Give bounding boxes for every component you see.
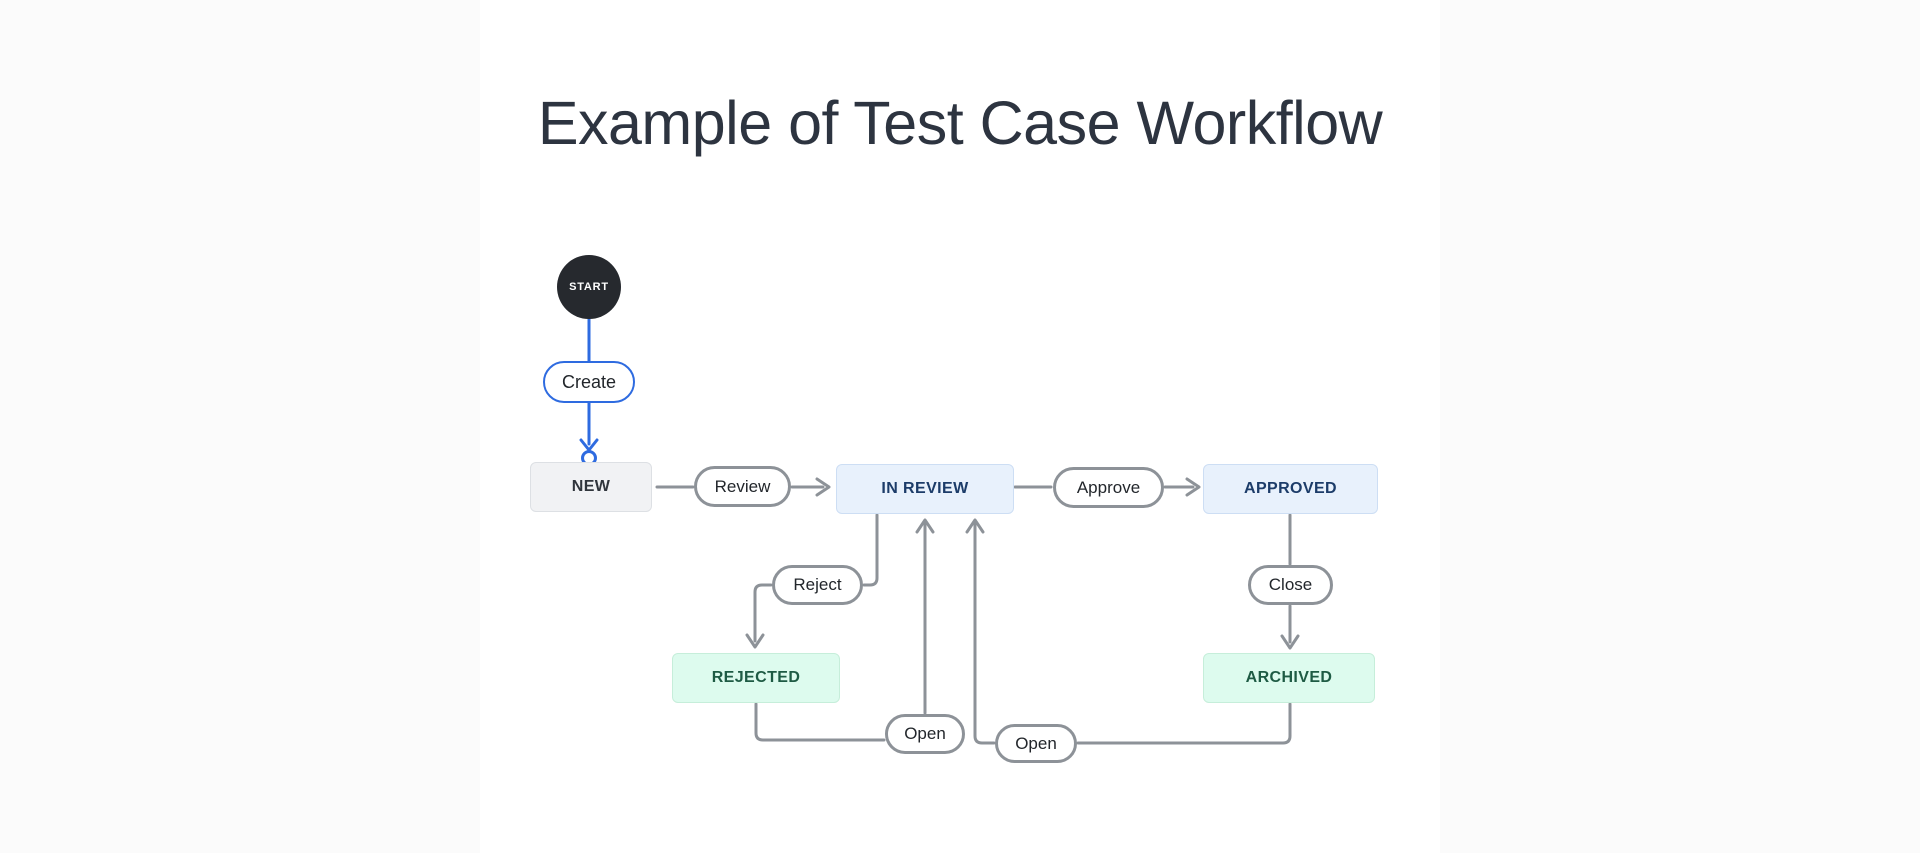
arrowhead-approve-to-approved: [1185, 477, 1201, 497]
transition-review-label: Review: [714, 476, 771, 496]
edge-rejected-to-open1: [754, 702, 886, 742]
state-in-review: IN REVIEW: [836, 464, 1014, 514]
state-archived-label: ARCHIVED: [1245, 669, 1333, 686]
edge-reject-to-rejected: [753, 583, 773, 643]
transition-create-label: Create: [561, 371, 617, 392]
transition-open-from-archived-label: Open: [1015, 733, 1057, 753]
state-in-review-label: IN REVIEW: [881, 480, 969, 497]
transition-reject: Reject: [772, 565, 863, 605]
transition-open-from-rejected-label: Open: [904, 724, 946, 743]
state-new-label: NEW: [571, 478, 611, 495]
state-new: NEW: [530, 462, 652, 512]
arrowhead-close-to-archived: [1280, 634, 1300, 650]
transition-close: Close: [1248, 565, 1333, 605]
transition-approve: Approve: [1053, 467, 1164, 508]
state-approved-label: APPROVED: [1244, 480, 1337, 497]
state-approved: APPROVED: [1203, 464, 1378, 514]
page-title: Example of Test Case Workflow: [537, 89, 1383, 157]
start-node-label: START: [569, 281, 609, 293]
arrowhead-reject-to-rejected: [745, 633, 765, 649]
edge-inreview-to-reject: [862, 513, 879, 587]
start-node: START: [557, 255, 621, 319]
transition-approve-label: Approve: [1076, 477, 1141, 497]
state-rejected: REJECTED: [672, 653, 840, 703]
arrowhead-review-to-inreview: [815, 477, 831, 497]
arrowhead-open2-to-inreview: [965, 518, 985, 534]
state-rejected-label: REJECTED: [711, 669, 801, 686]
transition-open-from-archived: Open: [995, 724, 1077, 763]
state-archived: ARCHIVED: [1203, 653, 1375, 703]
arrowhead-open1-to-inreview: [915, 518, 935, 534]
edge-open2-to-inreview: [973, 522, 996, 745]
content-panel: [480, 0, 1440, 853]
transition-close-label: Close: [1268, 575, 1313, 594]
transition-open-from-rejected: Open: [885, 714, 965, 754]
transition-reject-label: Reject: [793, 575, 842, 594]
transition-create: Create: [543, 361, 635, 403]
edge-archived-to-open2: [1076, 702, 1292, 745]
transition-review: Review: [694, 466, 791, 507]
